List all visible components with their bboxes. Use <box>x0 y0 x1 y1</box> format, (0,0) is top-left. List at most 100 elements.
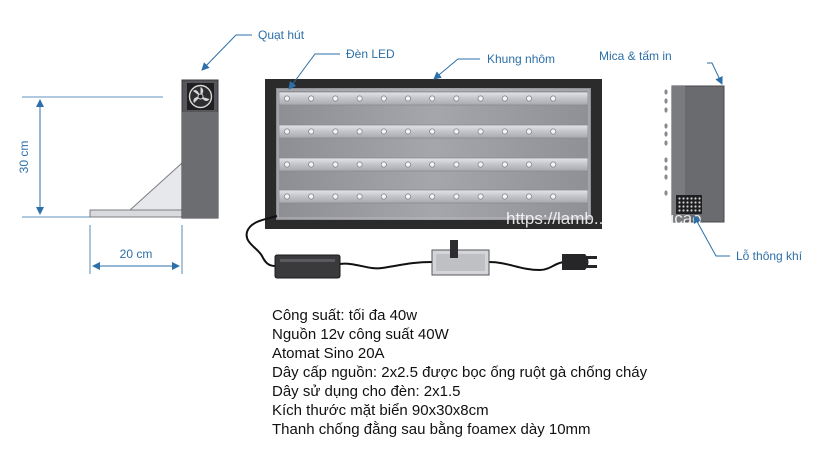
led-dot <box>284 193 290 200</box>
led-dot <box>429 161 436 168</box>
fan-icon <box>187 83 214 110</box>
led-strip <box>278 157 589 172</box>
mica-dot <box>664 174 668 180</box>
mica-side-view <box>664 85 725 223</box>
led-dot <box>429 193 436 200</box>
led-dot <box>332 95 339 102</box>
watermark: https://lamb...ngquangcao <box>506 209 702 228</box>
led-dot <box>501 95 508 102</box>
led-strip <box>278 189 589 204</box>
led-dot <box>284 95 290 102</box>
led-dot <box>405 95 411 102</box>
led-dot <box>356 95 363 102</box>
led-dot <box>284 128 290 135</box>
spec-list: Công suất: tối đa 40w Nguồn 12v công suấ… <box>272 306 647 439</box>
led-strips <box>278 91 589 204</box>
mica-dot <box>664 89 668 95</box>
led-strip <box>278 91 589 106</box>
callout-mica-label: Mica & tấm in <box>599 49 672 63</box>
led-dot <box>332 161 339 168</box>
support-brace <box>128 161 183 211</box>
led-dot <box>332 128 339 135</box>
led-dot <box>501 128 508 135</box>
led-dot <box>405 193 411 200</box>
callout-frame-label: Khung nhôm <box>487 52 555 66</box>
led-dot <box>429 128 436 135</box>
power-adapter <box>274 254 341 279</box>
vent-holes-icon <box>676 195 702 214</box>
side-view <box>89 79 219 219</box>
plug-icon <box>562 254 597 270</box>
led-dot <box>477 95 484 102</box>
led-dot <box>501 161 508 168</box>
led-dot <box>429 95 436 102</box>
mica-dot <box>664 131 668 137</box>
led-dot <box>308 193 315 200</box>
led-dot <box>380 161 387 168</box>
spec-item: Dây cấp nguồn: 2x2.5 được bọc ống ruột g… <box>272 364 648 381</box>
led-dot <box>380 193 387 200</box>
led-dot <box>526 95 532 102</box>
led-dot <box>308 95 315 102</box>
led-dot <box>380 95 387 102</box>
callout-vent-label: Lỗ thông khí <box>736 248 803 263</box>
led-dot <box>380 128 387 135</box>
led-dot <box>550 193 557 200</box>
side-box-face <box>182 112 218 218</box>
led-dot <box>284 161 290 168</box>
mica-dot <box>664 140 668 146</box>
depth-dimension: 20 cm <box>89 225 183 274</box>
led-dot <box>550 161 557 168</box>
spec-item: Dây sử dụng cho đèn: 2x1.5 <box>272 383 461 400</box>
power-assembly <box>245 215 597 279</box>
spec-item: Thanh chống đằng sau bằng foamex dày 10m… <box>272 421 591 438</box>
led-dot <box>477 193 484 200</box>
led-dot <box>308 161 315 168</box>
led-dot <box>526 161 532 168</box>
breaker-switch <box>450 240 458 258</box>
spec-item: Công suất: tối đa 40w <box>272 307 418 324</box>
callout-led: Đèn LED <box>288 47 395 90</box>
callout-frame: Khung nhôm <box>433 52 555 80</box>
callout-vent: Lỗ thông khí <box>693 215 803 263</box>
led-dot <box>356 128 363 135</box>
mica-dot <box>664 98 668 104</box>
led-dot <box>356 193 363 200</box>
support-base <box>89 209 183 218</box>
led-dot <box>453 193 460 200</box>
led-dot <box>550 95 557 102</box>
callout-fan: Quạt hút <box>201 28 305 71</box>
callout-mica: Mica & tấm in <box>599 49 723 85</box>
led-dot <box>308 128 315 135</box>
mica-dot <box>664 190 668 196</box>
lightbox-front <box>265 79 602 229</box>
callout-led-label: Đèn LED <box>346 47 395 61</box>
height-dimension: 30 cm <box>17 96 163 218</box>
led-dot <box>550 128 557 135</box>
callout-fan-label: Quạt hút <box>258 28 305 42</box>
led-strip <box>278 124 589 139</box>
led-dot <box>477 128 484 135</box>
led-dot <box>405 128 411 135</box>
led-dot <box>501 193 508 200</box>
spec-item: Nguồn 12v công suất 40W <box>272 326 449 343</box>
led-dot <box>526 128 532 135</box>
led-dot <box>405 161 411 168</box>
led-dot <box>332 193 339 200</box>
spec-item: Atomat Sino 20A <box>272 345 385 362</box>
led-dot <box>453 95 460 102</box>
mica-led-dots <box>664 89 668 196</box>
spec-item: Kích thước mặt biển 90x30x8cm <box>272 402 489 419</box>
mica-dot <box>664 107 668 113</box>
power-cable <box>245 215 566 272</box>
led-dot <box>526 193 532 200</box>
led-dot <box>356 161 363 168</box>
led-dot <box>453 161 460 168</box>
mica-dot <box>664 165 668 171</box>
led-dot <box>477 161 484 168</box>
led-dot <box>453 128 460 135</box>
mica-dot <box>664 123 668 129</box>
mica-dot <box>664 157 668 163</box>
height-dimension-label: 30 cm <box>17 141 31 174</box>
